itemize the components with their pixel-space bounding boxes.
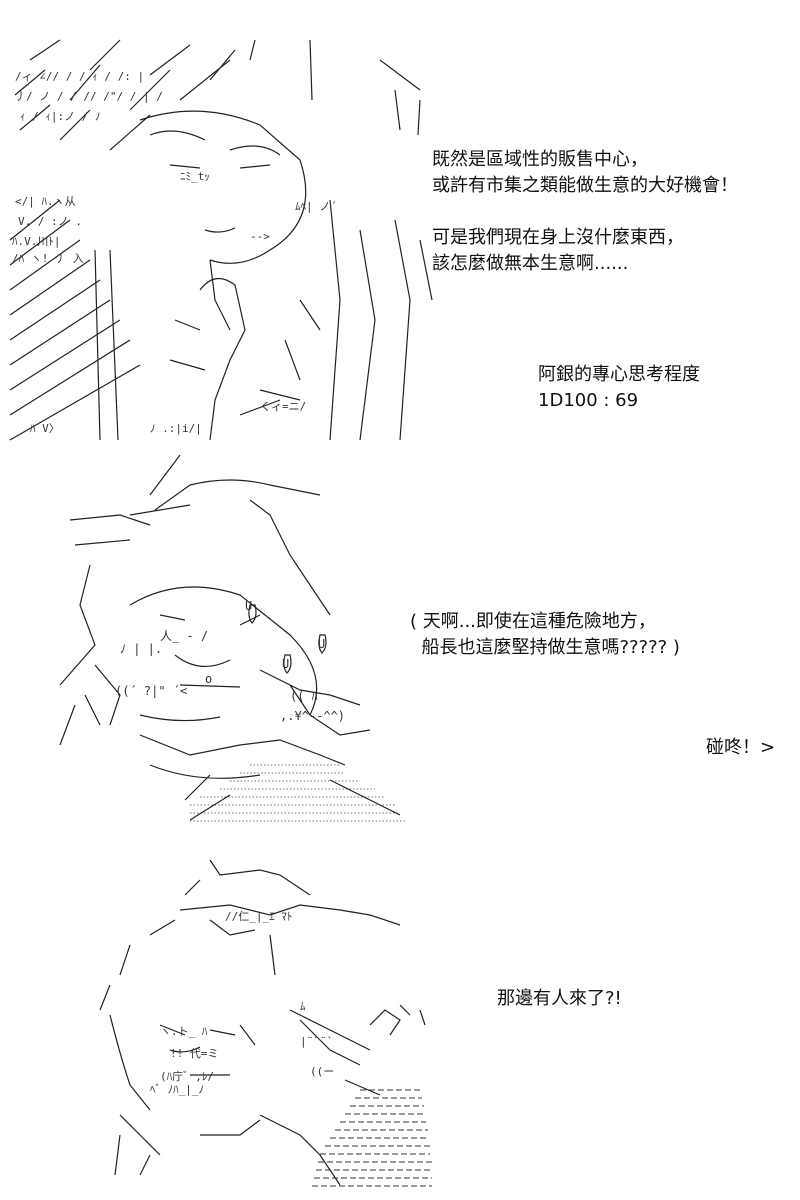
svg-text:o: o [205,672,212,686]
svg-text:くィ=ニ/: くィ=ニ/ [260,400,306,413]
dialogue-line: 或許有市集之類能做生意的大好機會！ [432,175,738,196]
svg-text:U: U [318,637,325,651]
svg-text:丿/ ノ / / // /"/ / | /: 丿/ ノ / / // /"/ / | / [15,90,163,103]
svg-text:(( ﾊ: (( ﾊ [290,689,318,703]
svg-text:V. / :ノ .: V. / :ノ . [18,215,82,228]
thought-line: 船長也這麼堅持做生意嗎????? ) [410,637,680,658]
svg-text:/ﾊ ヽ! 丿 入: /ﾊ ヽ! 丿 入 [12,252,84,265]
dice-roll-result: 1D100 : 69 [538,390,639,411]
svg-text:ﾊ.V.川ﾄ|: ﾊ.V.川ﾄ| [12,235,61,248]
panel-2: U U U o 人_ - / ((´ ?|" ´< ﾉ | |. (( ﾊ ,.… [0,455,800,835]
svg-text:|¨¨¨`: |¨¨¨` [300,1035,333,1048]
svg-text:-->: --> [250,230,270,243]
dialogue-line: 那邊有人來了?! [497,988,622,1009]
dialogue-line: 該怎麼做無本生意啊...... [432,253,629,274]
svg-text:((´ ?|" ´<: ((´ ?|" ´< [115,684,187,698]
svg-text:ヽ.ト_ ﾊ: ヽ.ト_ ﾊ [160,1025,208,1038]
panel-1: /ィ ∠// / / ｨ / /: | 丿/ ノ / / // /"/ / | … [0,0,800,455]
panel-3: //仁_|_ｴ ﾏﾄ ヽ.ト_ ﾊ !! 代=ミ (ﾊ庁ﾞ ,ﾚ/ ﾍﾞ ﾉﾊ_… [0,835,800,1200]
svg-text:U: U [245,599,252,613]
ascii-art-character-thinking: /ィ ∠// / / ｨ / /: | 丿/ ノ / / // /"/ / | … [9,39,433,441]
svg-text:ﾆﾐ_tｯ: ﾆﾐ_tｯ [180,170,210,183]
svg-text:ｨ / ｨ|:ノ / ﾉ: ｨ / ｨ|:ノ / ﾉ [20,110,100,123]
svg-text:((ー: ((ー [310,1065,334,1078]
svg-text:</| ﾊ.ヽ从: </| ﾊ.ヽ从 [15,195,76,208]
svg-text:/ィ ∠// / / ｨ / /: |: /ィ ∠// / / ｨ / /: | [15,70,144,83]
ascii-art-character-worried: U U U o 人_ - / ((´ ?|" ´< ﾉ | |. (( ﾊ ,.… [59,455,405,822]
ascii-art-character-alert: //仁_|_ｴ ﾏﾄ ヽ.ト_ ﾊ !! 代=ミ (ﾊ庁ﾞ ,ﾚ/ ﾍﾞ ﾉﾊ_… [99,859,432,1187]
svg-text:ﾍﾞ ﾉﾊ_|_ﾉ: ﾍﾞ ﾉﾊ_|_ﾉ [150,1083,204,1096]
dialogue-line: 既然是區域性的販售中心， [432,149,648,170]
dice-roll-label: 阿銀的專心思考程度 [538,364,700,385]
svg-text:ﾊ V〉: ﾊ V〉 [30,422,60,435]
svg-text:(ﾊ庁ﾞ ,ﾚ/: (ﾊ庁ﾞ ,ﾚ/ [160,1069,214,1083]
svg-text:ﾑﾍ| ノ´: ﾑﾍ| ノ´ [295,200,337,213]
svg-text:ﾉ .:|i/|: ﾉ .:|i/| [150,422,202,435]
svg-text://仁_|_ｴ ﾏﾄ: //仁_|_ｴ ﾏﾄ [225,910,292,923]
svg-text:ﾑ: ﾑ [300,1000,306,1013]
dialogue-line: 可是我們現在身上沒什麼東西， [432,227,684,248]
svg-text:,.¥^--^^): ,.¥^--^^) [280,709,345,723]
svg-text:ﾉ | |.: ﾉ | |. [120,642,162,656]
svg-text:U: U [282,657,289,671]
thought-line: ( 天啊...即使在這種危險地方， [410,611,656,632]
svg-text:!! 代=ミ: !! 代=ミ [170,1047,219,1060]
svg-text:人_ - /: 人_ - / [160,629,208,643]
sound-effect: 碰咚！> [706,737,776,758]
